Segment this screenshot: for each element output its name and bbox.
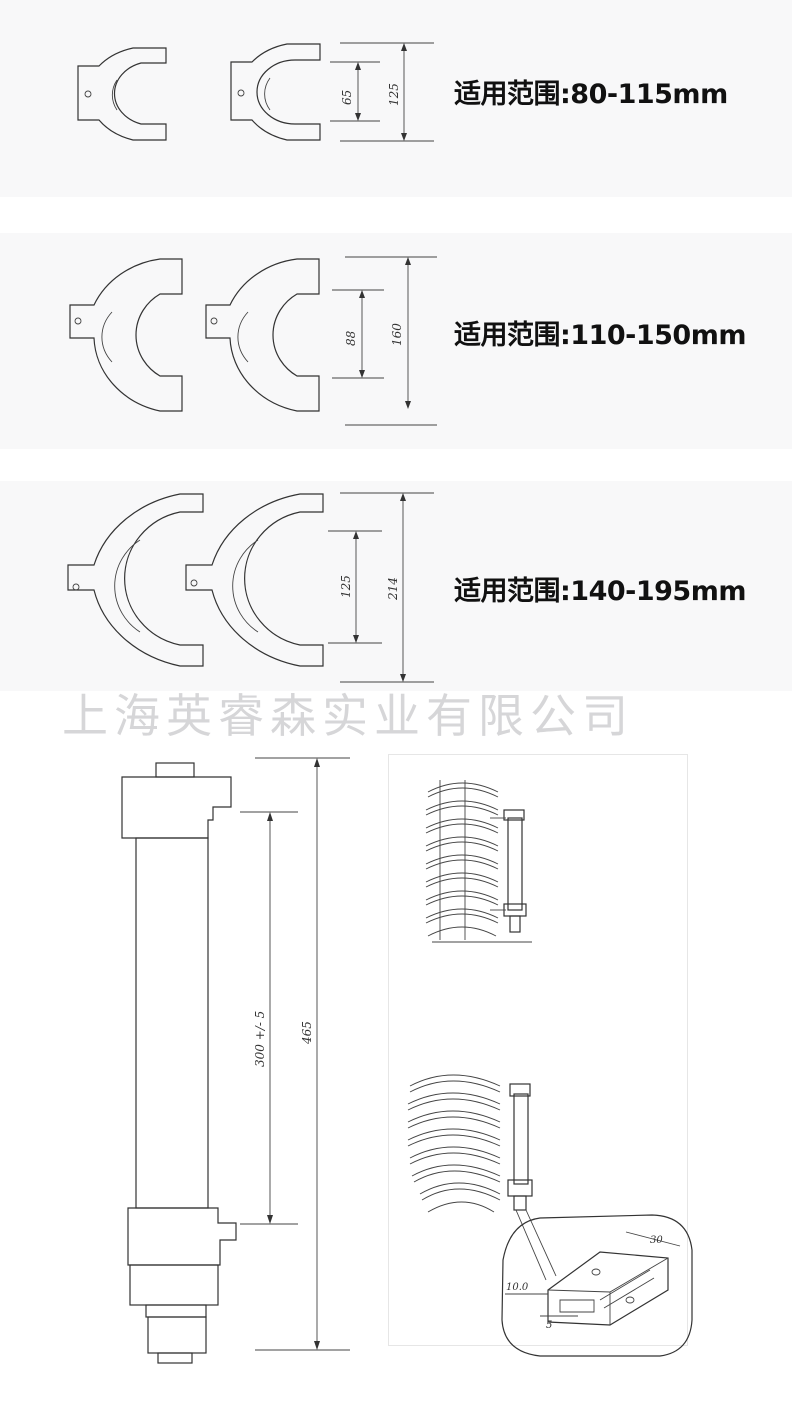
range-panel-1 (0, 0, 792, 197)
dim-stroke: 300 +/- 5 (253, 1011, 267, 1067)
jaw-plate-medium-left (69, 258, 183, 412)
dim-outer-2: 160 (390, 323, 404, 346)
slot-detail-view (501, 1214, 693, 1357)
dim-detail-width: 30 (650, 1235, 663, 1246)
range-panel-3 (0, 481, 792, 691)
dim-detail-slot: 5 (546, 1320, 552, 1331)
range-label-3: 适用范围:140-195mm (454, 576, 747, 607)
dim-inner-3: 125 (339, 575, 353, 598)
dim-inner-2: 88 (344, 330, 358, 346)
spring-compressor-tool (121, 762, 237, 1364)
jaw-plate-large-right (185, 493, 324, 667)
dim-outer-3: 214 (386, 577, 400, 601)
jaw-plate-medium-right (205, 258, 320, 412)
dim-length: 465 (300, 1021, 314, 1045)
range-label-2: 适用范围:110-150mm (454, 320, 747, 351)
jaw-plate-large-left (67, 493, 204, 667)
spring-with-tool-illustration-bottom (407, 1074, 557, 1281)
spring-with-tool-illustration-top (425, 780, 532, 943)
usage-illustration-frame (388, 754, 688, 1346)
range-panel-2 (0, 233, 792, 449)
dimension-lines-2 (332, 256, 437, 426)
range-label-1: 适用范围:80-115mm (454, 79, 728, 110)
dimension-lines-1 (330, 42, 434, 142)
dim-outer-1: 125 (387, 83, 401, 106)
jaw-plate-small-left (77, 47, 167, 141)
dimension-lines-3 (328, 492, 434, 683)
dim-inner-1: 65 (340, 90, 354, 105)
dimension-lines-tool (240, 757, 350, 1351)
dim-detail-depth: 10.0 (506, 1282, 529, 1293)
jaw-plate-small-right (230, 43, 321, 141)
company-watermark: 上海英睿森实业有限公司 (62, 689, 634, 743)
